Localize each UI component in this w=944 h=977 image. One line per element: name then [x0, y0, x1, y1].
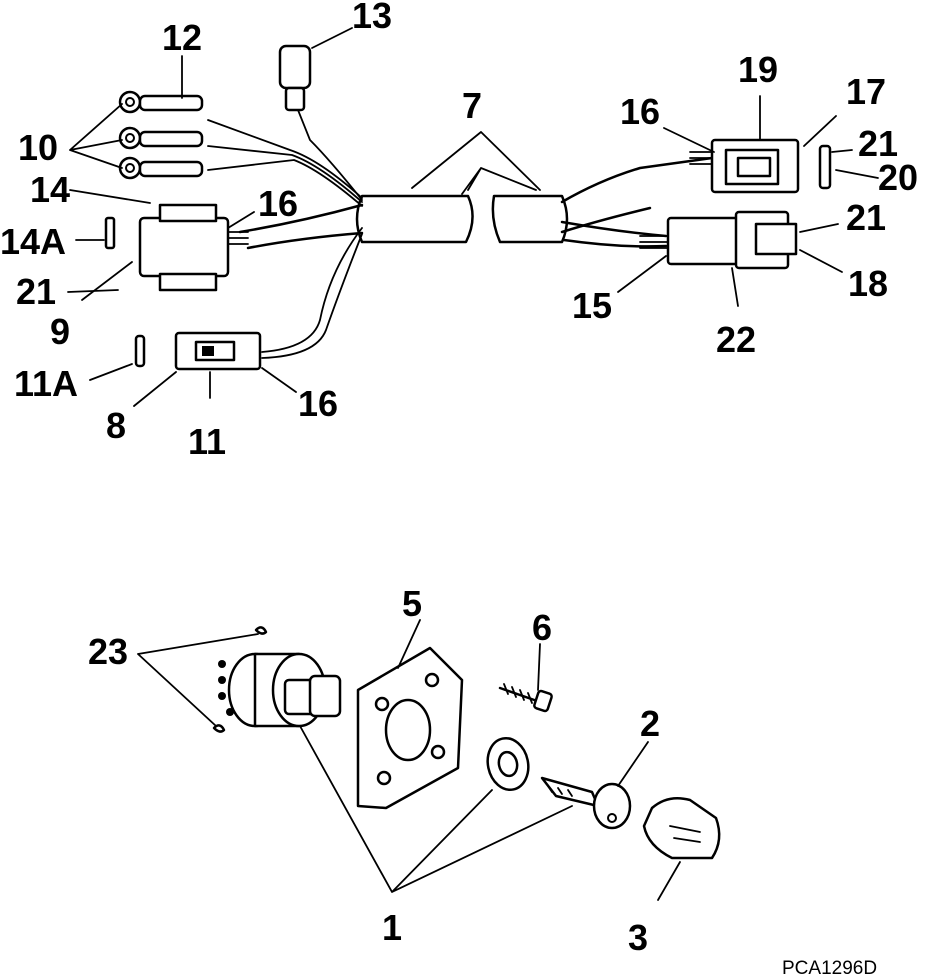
callout-labels: 13 12 7 10 14 16 14A 21 9 11A 16 8 11 19… [0, 0, 918, 977]
callout-12: 12 [162, 17, 202, 58]
screw [498, 683, 553, 713]
connector-11 [134, 331, 262, 371]
callout-17: 17 [846, 71, 886, 112]
connector-19 [710, 138, 832, 194]
nut [486, 736, 530, 792]
callout-16-right: 16 [620, 91, 660, 132]
leader-lines [67, 27, 879, 901]
callout-11: 11 [188, 421, 226, 462]
callout-3: 3 [628, 917, 648, 958]
callout-16-bottom: 16 [298, 383, 338, 424]
connector-22 [666, 210, 798, 270]
callout-21-left: 21 [16, 271, 56, 312]
callout-14a: 14A [0, 221, 66, 262]
ignition-switch-assembly [212, 626, 721, 860]
callout-18: 18 [848, 263, 888, 304]
callout-14: 14 [30, 169, 70, 210]
callout-23: 23 [88, 631, 128, 672]
figure-code: PCA1296D [782, 958, 877, 977]
connector-9 [104, 203, 230, 292]
mounting-plate [356, 646, 464, 810]
callout-15: 15 [572, 285, 612, 326]
callout-11a: 11A [14, 363, 78, 404]
callout-8: 8 [106, 405, 126, 446]
callout-10: 10 [18, 127, 58, 168]
ring-terminals [118, 90, 204, 180]
callout-5: 5 [402, 583, 422, 624]
wiring-harness [104, 44, 832, 371]
callout-1: 1 [382, 907, 402, 948]
callout-22: 22 [716, 319, 756, 360]
key [540, 776, 632, 830]
callout-16-left: 16 [258, 183, 298, 224]
callout-2: 2 [640, 703, 660, 744]
callout-21-top: 21 [858, 123, 898, 164]
callout-21-mid: 21 [846, 197, 886, 238]
callout-19: 19 [738, 49, 778, 90]
knob [642, 797, 721, 860]
callout-13: 13 [352, 0, 392, 36]
callout-6: 6 [532, 607, 552, 648]
clips [212, 626, 268, 733]
callout-9: 9 [50, 311, 70, 352]
callout-7: 7 [462, 85, 482, 126]
connector-13 [278, 44, 312, 112]
callout-20: 20 [878, 157, 918, 198]
switch-body [218, 652, 342, 728]
